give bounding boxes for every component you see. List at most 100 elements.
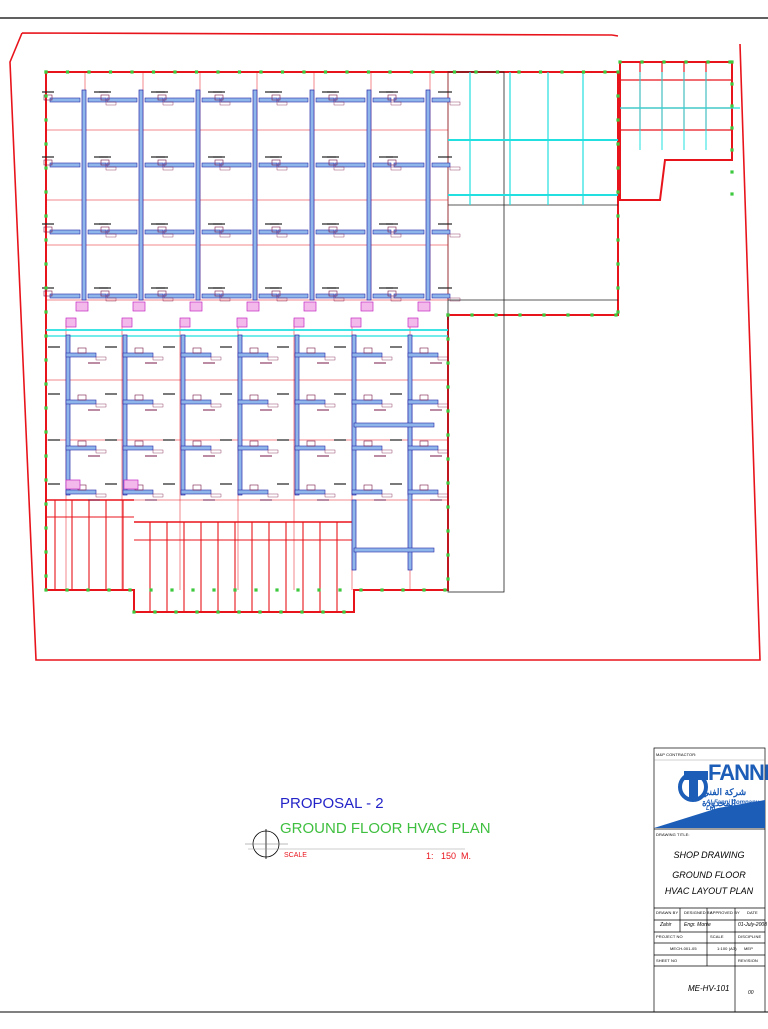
branch-duct: [106, 97, 138, 103]
column-marker: [317, 588, 321, 592]
unit-label-tag: [437, 403, 449, 408]
project-no-value: MECH-001-05: [670, 946, 697, 951]
fcu-unit: [246, 301, 260, 312]
column-marker: [616, 238, 620, 242]
column-marker: [86, 588, 90, 592]
branch-duct: [163, 162, 195, 168]
unit-label-tag: [324, 449, 336, 454]
branch-duct: [294, 352, 326, 358]
column-marker: [44, 310, 48, 314]
unit-label-tag: [219, 101, 231, 106]
branch-duct: [277, 97, 309, 103]
drawing-title-label: DRAWING TITLE:: [656, 832, 690, 837]
unit-label-tag: [162, 233, 174, 238]
unit-label-tag: [105, 101, 117, 106]
column-marker: [275, 588, 279, 592]
column-marker: [730, 104, 734, 108]
duct-trunk: [122, 334, 128, 496]
unit-label-tag: [390, 101, 402, 106]
unit-label-tag: [276, 297, 288, 302]
diffuser-tag: [134, 440, 144, 447]
duct-runs: [49, 89, 451, 571]
diffuser-tag: [192, 440, 202, 447]
column-marker: [730, 82, 734, 86]
unit-label-tag: [219, 297, 231, 302]
unit-label-tag: [105, 297, 117, 302]
duct-trunk: [351, 334, 357, 496]
column-marker: [730, 126, 734, 130]
diffuser-tag: [271, 226, 281, 233]
revision-header: REVISION: [738, 958, 758, 963]
branch-duct: [49, 293, 81, 299]
unit-label-tag: [152, 403, 164, 408]
column-marker: [431, 70, 435, 74]
column-marker: [44, 574, 48, 578]
branch-duct: [393, 229, 425, 235]
branch-duct: [393, 162, 425, 168]
column-marker: [44, 588, 48, 592]
unit-label-tag: [276, 166, 288, 171]
diffuser-tag: [214, 159, 224, 166]
unit-label-tag: [105, 233, 117, 238]
branch-duct: [180, 399, 212, 405]
diffuser-tag: [157, 159, 167, 166]
column-marker: [233, 588, 237, 592]
unit-label-tag: [95, 449, 107, 454]
unit-label-tag: [390, 166, 402, 171]
diffuser-tag: [387, 94, 397, 101]
diffuser-tag: [387, 159, 397, 166]
unit-label-tag: [449, 101, 461, 106]
branch-duct: [122, 352, 154, 358]
column-marker: [728, 60, 732, 64]
column-marker: [323, 70, 328, 74]
column-marker: [409, 70, 414, 74]
fcu-unit: [132, 301, 146, 312]
fcu-unit: [303, 301, 317, 312]
diffuser-tag: [363, 440, 373, 447]
column-marker: [44, 550, 48, 554]
unit-label-tag: [152, 493, 164, 498]
branch-duct: [163, 293, 195, 299]
column-marker: [149, 588, 153, 592]
contractor-label: M&P CONTRACTOR:: [656, 752, 697, 757]
unit-label-tag: [333, 233, 345, 238]
unit-label-tag: [210, 449, 222, 454]
fcu-unit: [65, 479, 81, 490]
diffuser-tag: [306, 484, 316, 491]
column-marker: [616, 286, 620, 290]
column-marker: [65, 70, 70, 74]
diffuser-tag: [43, 226, 53, 233]
column-marker: [65, 588, 69, 592]
branch-duct: [106, 229, 138, 235]
unit-label-tag: [267, 356, 279, 361]
branch-duct: [294, 489, 326, 495]
column-marker: [542, 313, 546, 317]
building-outline: [45, 71, 619, 613]
diffuser-tag: [77, 394, 87, 401]
diffuser-tag: [214, 226, 224, 233]
column-marker: [446, 553, 450, 557]
column-marker: [560, 70, 564, 74]
column-marker: [300, 610, 304, 614]
unit-label-tag: [95, 403, 107, 408]
branch-duct: [237, 352, 269, 358]
column-marker: [170, 588, 174, 592]
diffuser-tag: [157, 226, 167, 233]
branch-duct: [49, 97, 81, 103]
column-marker: [618, 60, 622, 64]
fcu-unit: [350, 317, 362, 328]
unit-label-tag: [449, 166, 461, 171]
branch-duct: [431, 97, 451, 103]
fcu-unit: [121, 317, 133, 328]
diffuser-tag: [43, 290, 53, 297]
column-marker: [44, 166, 48, 170]
branch-duct: [237, 399, 269, 405]
unit-label-tag: [267, 449, 279, 454]
diffuser-tag: [100, 94, 110, 101]
diffuser-tag: [214, 290, 224, 297]
site-boundary: [9, 32, 761, 661]
hvac-units: [42, 91, 461, 501]
branch-duct: [334, 97, 366, 103]
diffuser-tag: [100, 290, 110, 297]
fcu-unit: [65, 317, 77, 328]
